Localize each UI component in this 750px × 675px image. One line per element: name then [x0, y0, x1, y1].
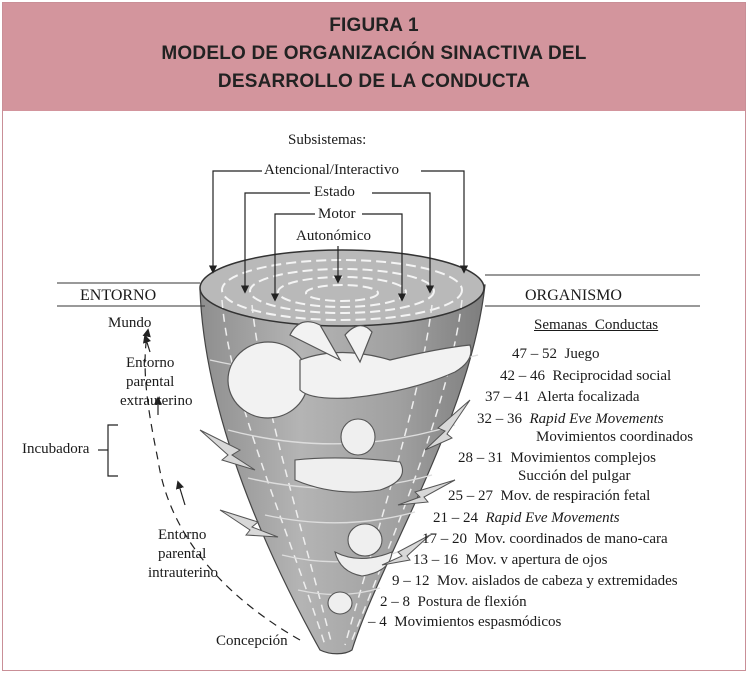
stage-item: 21 – 24 Rapid Eve Movements: [433, 511, 620, 526]
environment-incubator: Incubadora: [22, 442, 89, 457]
stage-item: 2 – 8 Postura de flexión: [380, 595, 527, 610]
environment-intrauterine-3: intrauterino: [148, 566, 218, 581]
stage-behavior: Rapid Eve Movements: [530, 411, 664, 427]
stage-weeks: 2 – 8: [380, 594, 410, 610]
stage-item: 42 – 46 Reciprocidad social: [500, 369, 671, 384]
environment-extrauterine-1: Entorno: [126, 356, 174, 371]
stage-item: 47 – 52 Juego: [512, 347, 600, 362]
stage-behavior: Movimientos complejos: [511, 450, 656, 466]
stage-behavior: Juego: [565, 346, 600, 362]
cone-top-rim: [200, 250, 484, 326]
stage-weeks: 13 – 16: [413, 552, 458, 568]
stage-weeks: 32 – 36: [477, 411, 522, 427]
organism-label: ORGANISMO: [525, 288, 622, 304]
organism-columns: Semanas Conductas: [534, 318, 658, 333]
subsystem-state: Estado: [314, 185, 355, 200]
stage-item: 9 – 12 Mov. aislados de cabeza y extremi…: [392, 574, 678, 589]
stage-item: 13 – 16 Mov. v apertura de ojos: [413, 553, 607, 568]
incubator-bracket: [108, 425, 118, 476]
stage-weeks: 28 – 31: [458, 450, 503, 466]
environment-world: Mundo: [108, 316, 151, 331]
stage-item: – 4 Movimientos espasmódicos: [368, 615, 561, 630]
stage-weeks: 47 – 52: [512, 346, 557, 362]
environment-extrauterine-2: parental: [126, 375, 174, 390]
stage-weeks: 42 – 46: [500, 368, 545, 384]
subsystem-motor: Motor: [318, 207, 356, 222]
environment-intrauterine-2: parental: [158, 547, 206, 562]
stage-item: 32 – 36 Rapid Eve Movements: [477, 412, 664, 427]
stage-item: 28 – 31 Movimientos complejos: [458, 451, 656, 466]
stage-behavior: Rapid Eve Movements: [486, 510, 620, 526]
stage-behavior: Postura de flexión: [418, 594, 527, 610]
environment-conception: Concepción: [216, 634, 288, 649]
stage-behavior: Mov. v apertura de ojos: [466, 552, 608, 568]
stage-weeks: 37 – 41: [485, 389, 530, 405]
subsystems-header: Subsistemas:: [288, 133, 366, 148]
stage-weeks: 25 – 27: [448, 488, 493, 504]
stage-item: 17 – 20 Mov. coordinados de mano-cara: [422, 532, 668, 547]
stage-item: 25 – 27 Mov. de respiración fetal: [448, 489, 650, 504]
attentional-arrow: [213, 171, 262, 272]
stage-behavior: Alerta focalizada: [537, 389, 640, 405]
stage-behavior: Mov. coordinados de mano-cara: [475, 531, 668, 547]
stage-weeks: 21 – 24: [433, 510, 478, 526]
stage-behavior: Movimientos espasmódicos: [394, 614, 561, 630]
stage-behavior: Reciprocidad social: [553, 368, 672, 384]
subsystem-attentional: Atencional/Interactivo: [264, 163, 399, 178]
stage-behavior-secondary: Movimientos coordinados: [536, 430, 693, 445]
stage-weeks: 9 – 12: [392, 573, 430, 589]
stage-behavior: Mov. de respiración fetal: [501, 488, 651, 504]
environment-label: ENTORNO: [80, 288, 156, 304]
stage-weeks: 17 – 20: [422, 531, 467, 547]
stage-behavior-secondary: Succión del pulgar: [518, 469, 630, 484]
environment-extrauterine-3: extrauterino: [120, 394, 192, 409]
environment-intrauterine-1: Entorno: [158, 528, 206, 543]
stage-behavior: Mov. aislados de cabeza y extremidades: [437, 573, 678, 589]
stage-item: 37 – 41 Alerta focalizada: [485, 390, 640, 405]
subsystem-autonomic: Autonómico: [296, 229, 371, 244]
stage-weeks: – 4: [368, 614, 387, 630]
